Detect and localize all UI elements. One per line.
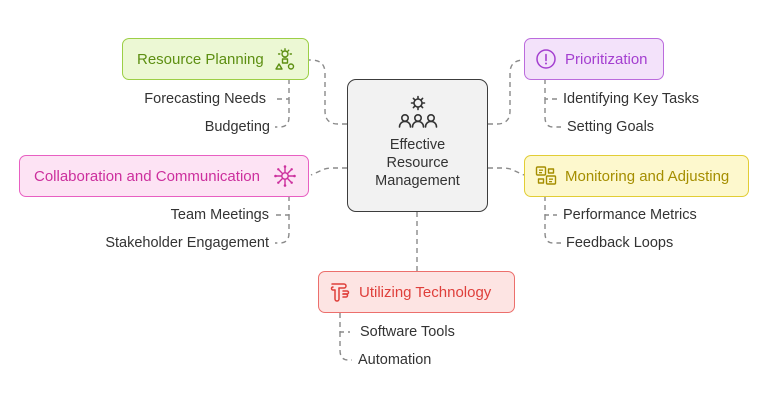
connector-collaboration — [310, 167, 347, 176]
connector-sub-feedback — [544, 215, 561, 244]
connector-sub-budgeting — [275, 99, 290, 128]
sub-item-performance-metrics: Performance Metrics — [563, 207, 697, 223]
sub-item-feedback-loops: Feedback Loops — [566, 235, 674, 251]
branch-label: Resource Planning — [137, 50, 264, 68]
connector-monitoring — [488, 167, 525, 176]
connector-sub-key-tasks — [544, 79, 557, 100]
connector-sub-forecasting — [275, 79, 290, 100]
central-topic[interactable]: Effective Resource Management — [347, 79, 488, 212]
branch-utilizing-technology[interactable]: Utilizing Technology — [318, 271, 515, 313]
sub-item-setting-goals: Setting Goals — [567, 119, 655, 135]
branch-label: Collaboration and Communication — [34, 167, 260, 185]
branch-label: Utilizing Technology — [359, 283, 492, 301]
lightbulb-shapes-icon — [274, 48, 296, 70]
branch-label: Prioritization — [565, 50, 648, 68]
network-hub-icon — [274, 165, 296, 187]
branch-collaboration-communication[interactable]: Collaboration and Communication — [19, 155, 309, 197]
branch-label: Monitoring and Adjusting — [565, 167, 730, 185]
monitor-screens-icon — [535, 165, 557, 187]
connector-resource-planning — [309, 59, 347, 125]
central-topic-title: Effective Resource Management — [375, 137, 460, 189]
info-circle-icon — [535, 48, 557, 70]
branch-monitoring-adjusting[interactable]: Monitoring and Adjusting — [524, 155, 749, 197]
sub-item-team-meetings: Team Meetings — [170, 207, 269, 223]
sub-item-automation: Automation — [358, 352, 432, 368]
sub-item-forecasting-needs: Forecasting Needs — [144, 91, 266, 107]
team-gear-icon — [398, 95, 437, 128]
connector-prioritization — [488, 59, 526, 125]
sub-item-budgeting: Budgeting — [204, 119, 270, 135]
sub-item-software-tools: Software Tools — [360, 324, 455, 340]
connector-sub-automation — [339, 332, 352, 361]
connector-sub-software — [339, 313, 350, 333]
connector-sub-metrics — [544, 196, 557, 216]
sub-item-identifying-key-tasks: Identifying Key Tasks — [563, 91, 699, 107]
branch-prioritization[interactable]: Prioritization — [524, 38, 664, 80]
connector-sub-stakeholder — [275, 215, 290, 244]
connector-sub-team-meetings — [275, 196, 290, 216]
connector-sub-goals — [544, 99, 561, 128]
branch-resource-planning[interactable]: Resource Planning — [122, 38, 309, 80]
sub-item-stakeholder-engagement: Stakeholder Engagement — [105, 235, 269, 251]
pointer-hand-icon — [329, 281, 351, 303]
